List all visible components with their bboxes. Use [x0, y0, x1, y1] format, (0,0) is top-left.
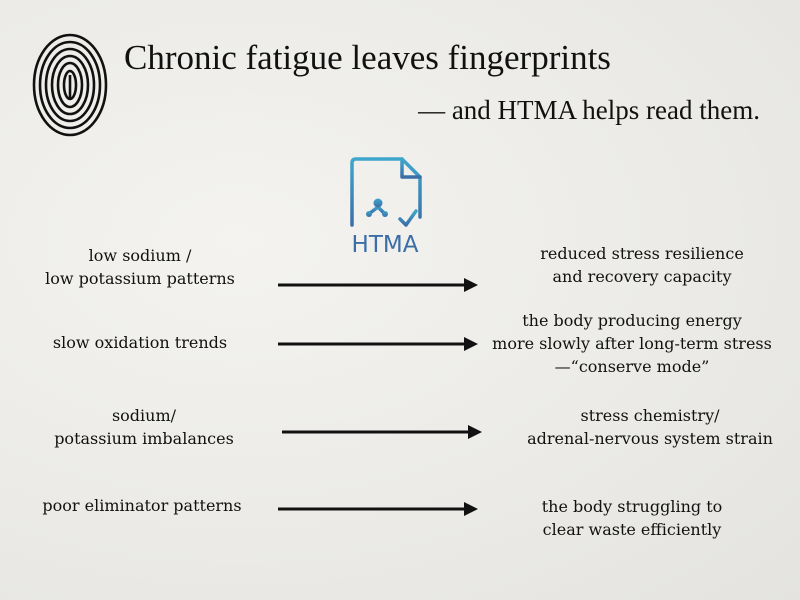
row-3-left-line: potassium imbalances	[54, 429, 234, 448]
arrow-right-icon	[278, 337, 478, 351]
row-3-right-line: stress chemistry/	[580, 406, 720, 425]
row-1-right-line: and recovery capacity	[552, 267, 732, 286]
row-4-right-line: clear waste efficiently	[542, 520, 722, 539]
row-1-left-line: low potassium patterns	[45, 269, 235, 288]
htma-label: HTMA	[352, 232, 419, 255]
row-1-left: low sodium / low potassium patterns	[45, 244, 235, 290]
row-2-right: the body producing energy more slowly af…	[492, 309, 772, 378]
page-subtitle: — and HTMA helps read them.	[418, 95, 760, 125]
row-2-left-line: slow oxidation trends	[52, 333, 228, 352]
row-1-right-line: reduced stress resilience	[540, 244, 744, 263]
row-2-right-line: more slowly after long-term stress	[492, 334, 772, 353]
htma-report-icon: HTMA	[350, 157, 422, 255]
row-4-left-line: poor eliminator patterns	[42, 496, 242, 515]
row-3-left-line: sodium/	[111, 406, 177, 425]
arrow-right-icon	[278, 278, 478, 292]
fingerprint-icon	[32, 33, 108, 137]
row-2-right-line: —“conserve mode”	[554, 357, 710, 376]
row-3-right-line: adrenal-nervous system strain	[527, 429, 773, 448]
row-3-right: stress chemistry/ adrenal-nervous system…	[527, 404, 773, 450]
row-1-left-line: low sodium /	[88, 246, 192, 265]
arrow-right-icon	[282, 425, 482, 439]
row-1-right: reduced stress resilience and recovery c…	[540, 242, 744, 288]
row-4-right: the body struggling to clear waste effic…	[542, 495, 723, 541]
row-2-left: slow oxidation trends	[53, 331, 227, 354]
row-3-left: sodium/ potassium imbalances	[54, 404, 234, 450]
row-2-right-line: the body producing energy	[522, 311, 742, 330]
page-title: Chronic fatigue leaves fingerprints	[124, 38, 611, 77]
arrow-right-icon	[278, 502, 478, 516]
row-4-right-line: the body struggling to	[541, 497, 723, 516]
row-4-left: poor eliminator patterns	[42, 494, 241, 517]
